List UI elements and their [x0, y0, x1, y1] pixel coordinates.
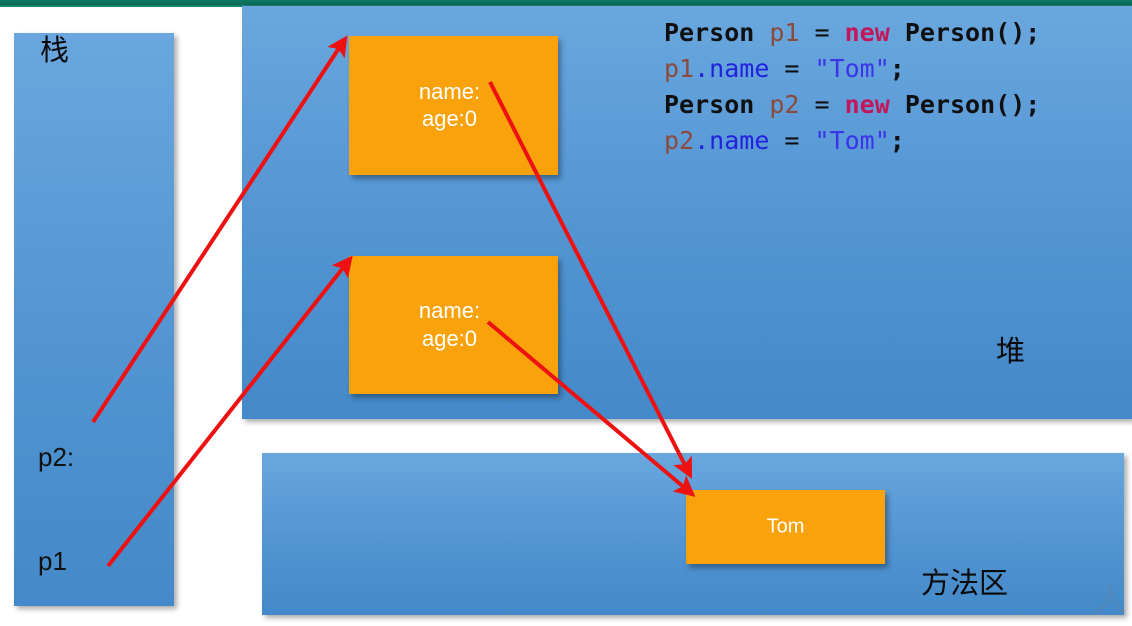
code-token-op: = — [769, 54, 815, 83]
stack-slot-p2: p2: — [38, 442, 75, 472]
code-token-op — [890, 90, 905, 119]
heap-object-2-field-age: age:0 — [421, 326, 478, 351]
string-constant-box: Tom — [686, 490, 885, 564]
code-token-kw: new — [844, 90, 890, 119]
code-token-str: "Tom" — [814, 126, 890, 155]
code-token-op: = — [769, 126, 815, 155]
heap-region-caption: 堆 — [996, 334, 1026, 368]
code-token-field: .name — [694, 126, 770, 155]
heap-object-box-2: name: age:0 — [349, 256, 558, 394]
corner-watermark: 人 — [1093, 580, 1127, 620]
code-token-punct: Person(); — [904, 90, 1041, 119]
code-token-var: p2 — [664, 126, 695, 155]
heap-object-2-fields: name: age:0 — [349, 297, 558, 353]
code-token-type: Person — [664, 90, 770, 119]
java-code-snippet: Person p1 = new Person();p1.name = "Tom"… — [664, 15, 1040, 159]
code-token-var: p2 — [769, 90, 800, 119]
string-constant-label: Tom — [766, 515, 805, 538]
heap-object-2-field-name: name: — [418, 298, 481, 324]
code-token-op — [890, 18, 905, 47]
stack-slot-p1: p1 — [38, 546, 67, 576]
heap-object-1-field-age: age:0 — [421, 106, 478, 132]
code-line-4: p2.name = "Tom"; — [664, 123, 1040, 159]
heap-object-box-1: name: age:0 — [349, 36, 558, 175]
heap-object-1-field-name: name: — [418, 78, 481, 104]
code-line-2: p1.name = "Tom"; — [664, 51, 1040, 87]
code-token-op: = — [799, 18, 845, 47]
top-accent-bar — [0, 0, 1132, 7]
code-token-var: p1 — [664, 54, 695, 83]
stack-region-caption: 栈 — [40, 33, 70, 67]
code-token-field: .name — [694, 54, 770, 83]
code-token-punct: ; — [889, 126, 905, 155]
heap-object-1-fields: name: age:0 — [349, 78, 558, 134]
code-token-op: = — [799, 90, 845, 119]
code-token-type: Person — [664, 18, 770, 47]
code-line-3: Person p2 = new Person(); — [664, 87, 1040, 123]
code-line-1: Person p1 = new Person(); — [664, 15, 1040, 51]
code-token-punct: ; — [889, 54, 905, 83]
code-token-var: p1 — [769, 18, 800, 47]
code-token-kw: new — [844, 18, 890, 47]
code-token-punct: Person(); — [904, 18, 1041, 47]
stack-region — [14, 33, 174, 606]
method-area-region-caption: 方法区 — [921, 566, 1009, 600]
code-token-str: "Tom" — [814, 54, 890, 83]
